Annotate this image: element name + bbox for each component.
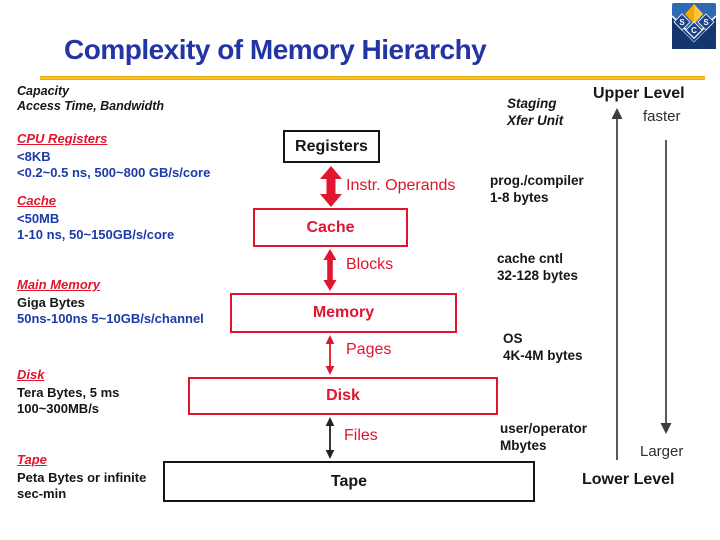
spec-line: 100~300MB/s: [17, 400, 100, 416]
unit-line: cache cntl: [497, 251, 564, 266]
spec-line: 50ns-100ns 5~10GB/s/channel: [17, 310, 204, 326]
spec-heading: CPU Registers: [17, 131, 108, 146]
xfer-unit-line: Xfer Unit: [507, 112, 564, 128]
logo-letter-s1: S: [679, 18, 685, 27]
faster-up-arrow-icon: [611, 108, 623, 460]
logo-letter-s2: S: [703, 18, 709, 27]
capacity-header: Capacity Access Time, Bandwidth: [17, 84, 164, 114]
title-divider: [40, 76, 705, 80]
unit-line: OS: [503, 331, 523, 346]
spec-heading: Cache: [17, 193, 57, 208]
unit-line: 1-8 bytes: [490, 190, 549, 205]
staging-line: Staging: [507, 96, 557, 111]
double-arrow-registers-cache-icon: [320, 166, 342, 207]
spec-group-main-memory: Main Memory Giga Bytes 50ns-100ns 5~10GB…: [17, 277, 204, 326]
page-title: Complexity of Memory Hierarchy: [64, 34, 487, 65]
double-arrow-disk-tape-icon: [325, 417, 335, 459]
spec-line: <0.2~0.5 ns, 500~800 GB/s/core: [17, 164, 211, 180]
hierarchy-box-tape: Tape: [163, 461, 535, 502]
spec-group-tape: Tape Peta Bytes or infinite sec-min: [17, 452, 146, 501]
spec-group-cpu-registers: CPU Registers <8KB <0.2~0.5 ns, 500~800 …: [17, 131, 210, 180]
spec-line: Tera Bytes, 5 ms: [17, 385, 120, 400]
unit-os: OS 4K-4M bytes: [503, 330, 583, 364]
unit-cache-cntl: cache cntl 32-128 bytes: [497, 250, 578, 284]
spec-heading: Main Memory: [17, 277, 101, 292]
lower-level-label: Lower Level: [582, 471, 675, 488]
unit-line: prog./compiler: [490, 173, 584, 188]
capacity-line: Capacity: [17, 84, 70, 98]
unit-user-operator: user/operator Mbytes: [500, 420, 587, 454]
scs-logo-icon: S S C: [672, 3, 716, 49]
spec-group-cache: Cache <50MB 1-10 ns, 50~150GB/s/core: [17, 193, 174, 242]
transfer-label-files: Files: [344, 427, 378, 444]
spec-line: Giga Bytes: [17, 295, 85, 310]
spec-line: Peta Bytes or infinite: [17, 470, 147, 485]
spec-line: sec-min: [17, 485, 67, 501]
upper-level-label: Upper Level: [593, 85, 685, 102]
access-time-line: Access Time, Bandwidth: [17, 99, 165, 113]
unit-line: user/operator: [500, 421, 588, 436]
staging-header: Staging Xfer Unit: [507, 96, 563, 129]
spec-heading: Tape: [17, 452, 47, 467]
hierarchy-box-memory: Memory: [230, 293, 457, 333]
hierarchy-box-registers: Registers: [283, 130, 380, 163]
larger-down-arrow-icon: [660, 140, 672, 434]
unit-prog-compiler: prog./compiler 1-8 bytes: [490, 172, 584, 206]
larger-label: Larger: [640, 443, 684, 460]
faster-label: faster: [643, 108, 681, 125]
unit-line: 4K-4M bytes: [503, 348, 583, 363]
spec-line: 1-10 ns, 50~150GB/s/core: [17, 226, 175, 242]
hierarchy-box-cache: Cache: [253, 208, 408, 247]
spec-line: <50MB: [17, 211, 60, 226]
double-arrow-cache-memory-icon: [323, 249, 337, 291]
spec-heading: Disk: [17, 367, 45, 382]
transfer-label-blocks: Blocks: [346, 256, 394, 273]
double-arrow-memory-disk-icon: [325, 335, 335, 375]
transfer-label-instr-operands: Instr. Operands: [346, 177, 456, 194]
transfer-label-pages: Pages: [346, 341, 392, 358]
spec-group-disk: Disk Tera Bytes, 5 ms 100~300MB/s: [17, 367, 119, 416]
hierarchy-box-disk: Disk: [188, 377, 498, 415]
logo-letter-c: C: [691, 26, 697, 35]
unit-line: Mbytes: [500, 438, 547, 453]
spec-line: <8KB: [17, 149, 51, 164]
unit-line: 32-128 bytes: [497, 268, 579, 283]
